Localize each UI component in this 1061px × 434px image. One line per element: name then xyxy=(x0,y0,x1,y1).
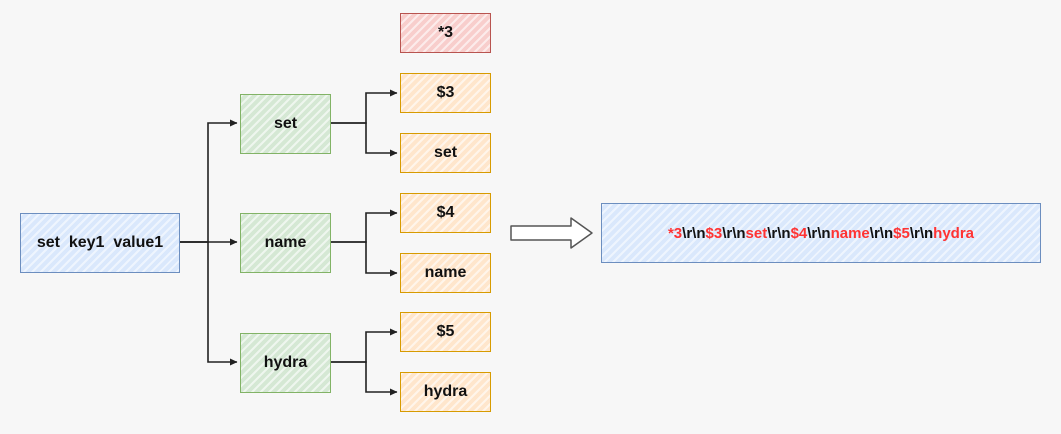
edge-hydra-value xyxy=(331,361,398,396)
edge-set-value xyxy=(331,122,398,157)
result-seg: $4 xyxy=(790,224,808,242)
edge-name-value xyxy=(331,241,398,277)
result-seg: \r\n xyxy=(909,224,934,242)
arg-label: hydra xyxy=(263,354,308,371)
result-seg: \r\n xyxy=(722,224,746,242)
result-seg: \r\n xyxy=(869,224,894,242)
arg-box-name: name xyxy=(240,213,331,273)
part-box-len-hydra: $5 xyxy=(400,312,491,352)
result-seg: \r\n xyxy=(682,224,706,242)
result-seg: $3 xyxy=(705,224,723,242)
array-header-box: *3 xyxy=(400,13,491,53)
edge-set-len xyxy=(331,89,398,124)
part-box-set: set xyxy=(400,133,491,173)
part-label: hydra xyxy=(423,383,468,400)
arg-label: set xyxy=(273,115,298,132)
result-seg: hydra xyxy=(933,224,975,242)
edge-command-hydra xyxy=(180,241,238,366)
part-label: $5 xyxy=(436,323,455,340)
command-label: set key1 value1 xyxy=(36,234,164,251)
arg-label: name xyxy=(264,234,307,251)
part-box-len-name: $4 xyxy=(400,193,491,233)
result-seg: name xyxy=(830,224,870,242)
edge-hydra-len xyxy=(331,328,398,363)
command-box: set key1 value1 xyxy=(20,213,180,273)
part-label: name xyxy=(424,264,467,281)
result-seg: \r\n xyxy=(767,224,791,242)
result-seg: \r\n xyxy=(807,224,831,242)
part-box-len-set: $3 xyxy=(400,73,491,113)
array-header-label: *3 xyxy=(437,24,454,41)
hollow-right-arrow-icon xyxy=(510,217,593,249)
result-seg: $5 xyxy=(893,224,910,242)
edge-name-len xyxy=(331,209,398,243)
arg-box-set: set xyxy=(240,94,331,154)
result-seg: *3 xyxy=(667,224,683,242)
part-label: $4 xyxy=(436,204,455,221)
part-label: set xyxy=(433,144,458,161)
result-seg: set xyxy=(745,224,768,242)
arg-box-hydra: hydra xyxy=(240,333,331,393)
part-box-hydra: hydra xyxy=(400,372,491,412)
part-box-name: name xyxy=(400,253,491,293)
edge-command-set xyxy=(180,119,238,243)
part-label: $3 xyxy=(436,84,455,101)
